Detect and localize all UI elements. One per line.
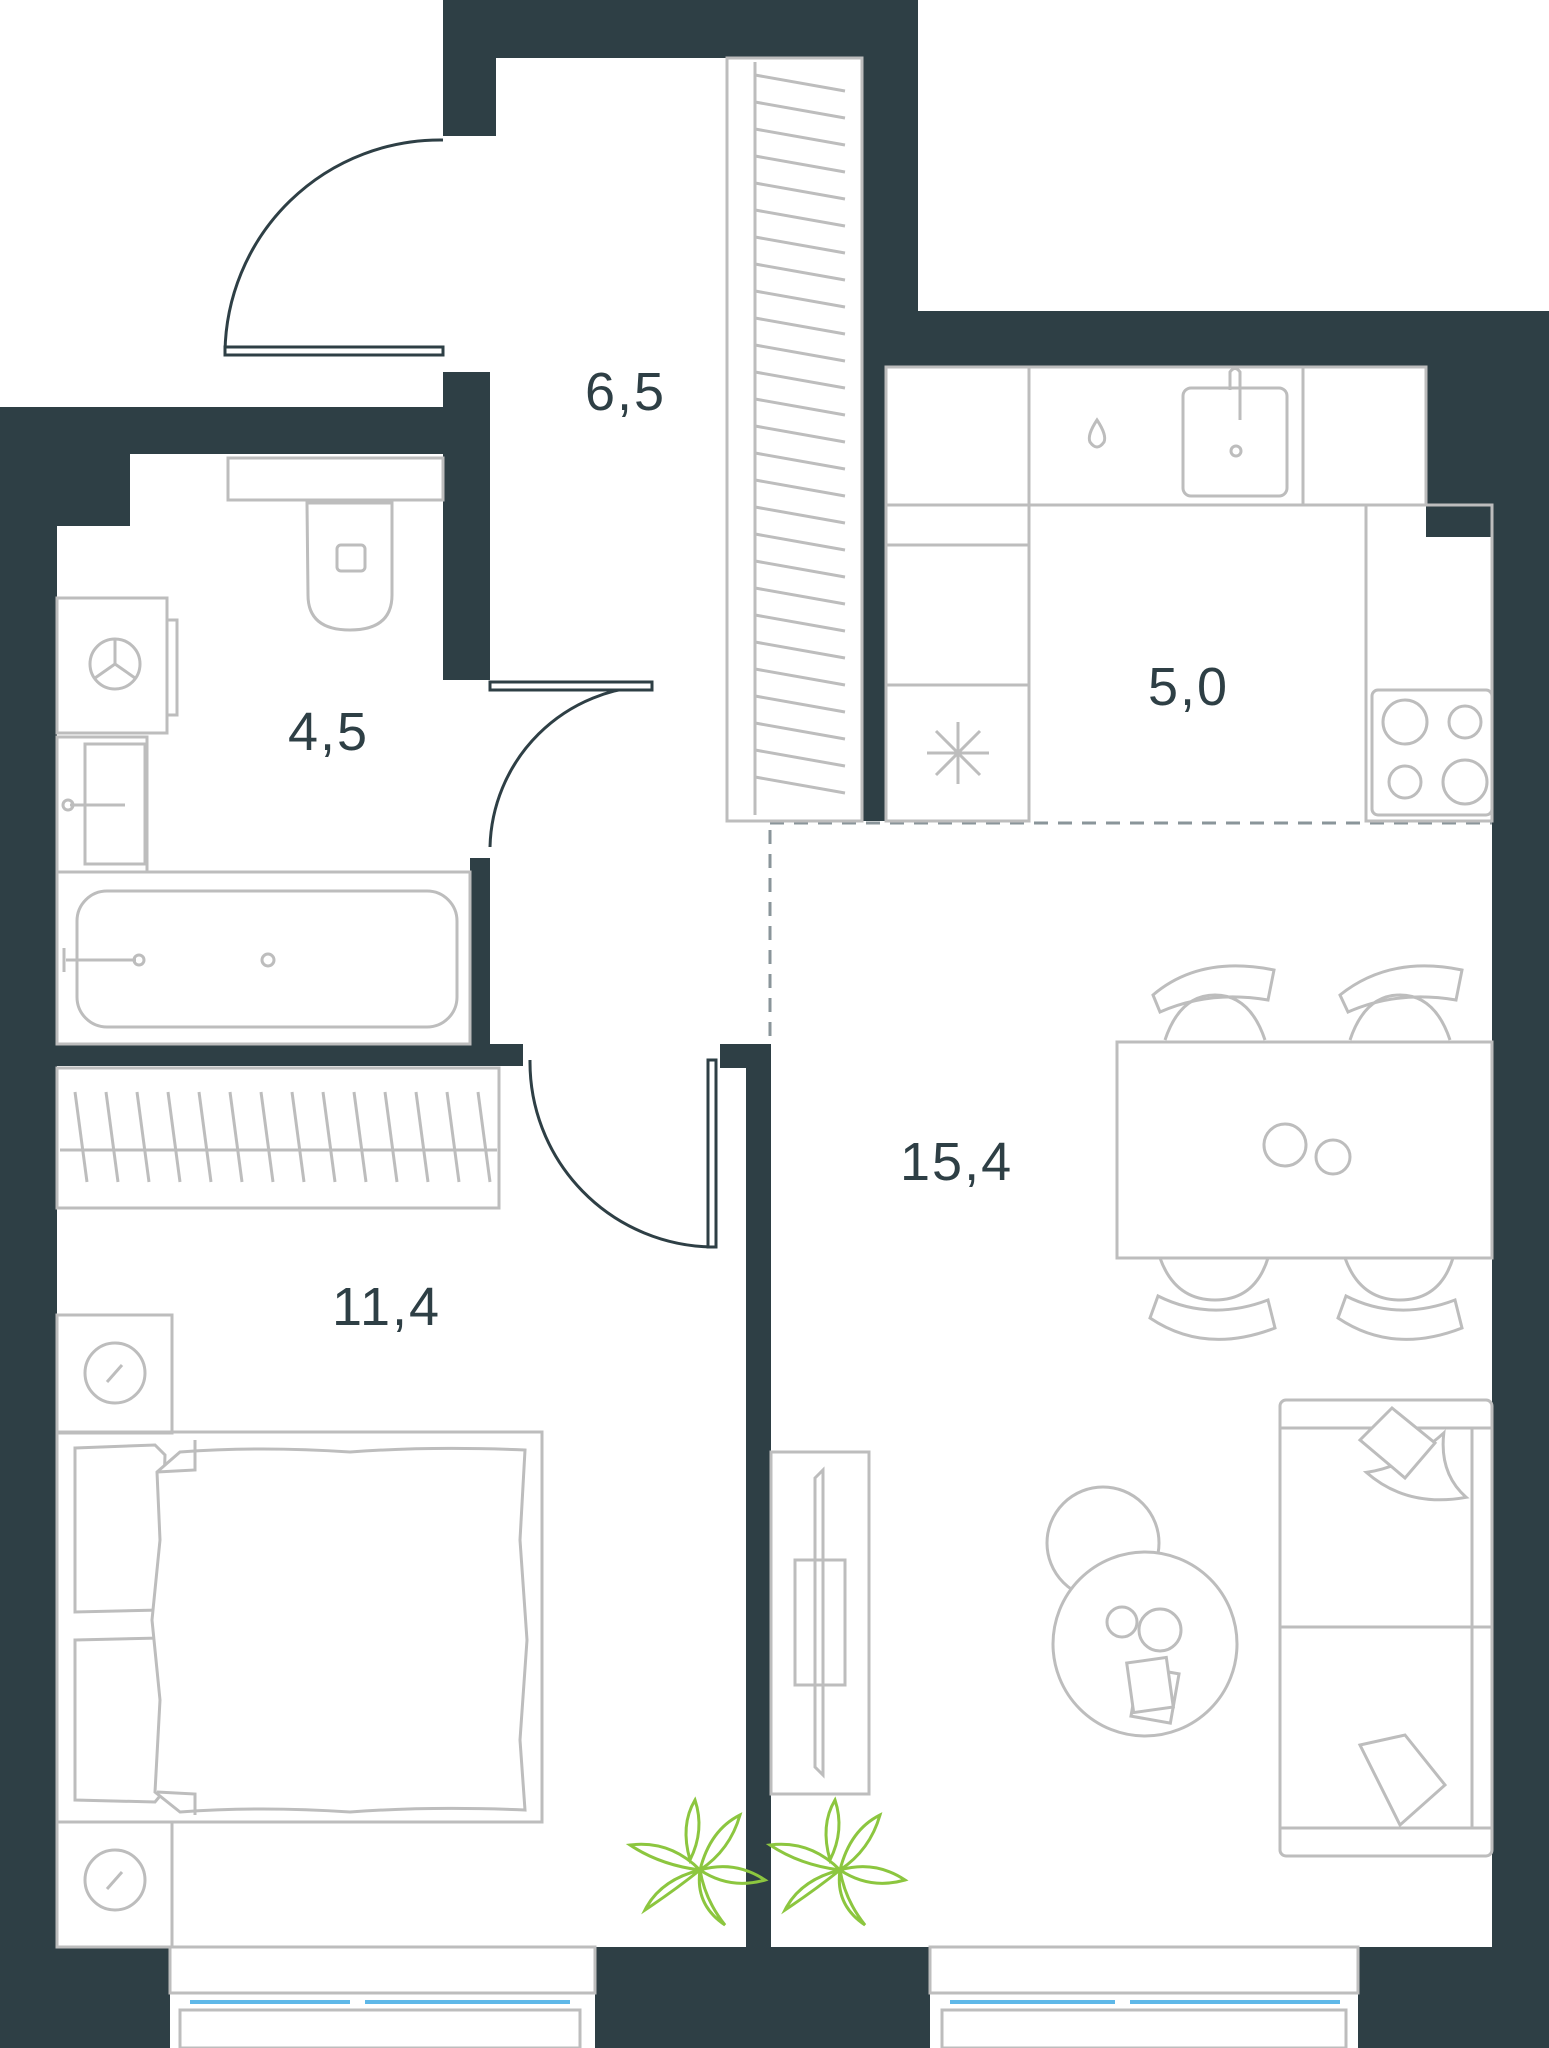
room-area-living: 15,4 xyxy=(900,1132,1013,1192)
chair-icon xyxy=(1148,1257,1277,1341)
chair-icon xyxy=(1151,964,1276,1041)
cushion-icon xyxy=(1357,1733,1448,1828)
bed-icon xyxy=(55,1430,544,1824)
chair-icon xyxy=(1336,1257,1464,1341)
wardrobe-icon xyxy=(55,1066,501,1210)
water-drop-icon xyxy=(1087,417,1107,449)
windows xyxy=(168,1945,1360,2048)
wardrobe-icon xyxy=(725,56,864,823)
washing-machine-icon xyxy=(55,596,179,735)
dining-table-icon xyxy=(1115,964,1494,1341)
fridge-icon xyxy=(927,722,989,784)
nightstand-icon xyxy=(55,1313,174,1435)
stove-icon xyxy=(1370,688,1494,817)
plant-icon xyxy=(625,1796,769,1927)
cushion-icon xyxy=(1357,1405,1470,1502)
window-icon xyxy=(928,1945,1360,2048)
window-icon xyxy=(168,1945,597,2048)
bathtub-icon xyxy=(55,870,472,1046)
door-swing-icon xyxy=(223,138,445,357)
plant-icon xyxy=(765,1796,909,1927)
chair-icon xyxy=(1338,964,1464,1041)
nightstand-icon xyxy=(55,1820,174,1949)
sink-icon xyxy=(55,735,149,874)
room-area-bedroom: 11,4 xyxy=(332,1277,441,1337)
room-area-bathroom: 4,5 xyxy=(288,702,369,762)
toilet-icon xyxy=(226,456,445,632)
coffee-table-icon xyxy=(1045,1485,1239,1738)
zone-dividers xyxy=(768,821,1492,1044)
kitchen-counter xyxy=(884,365,1494,823)
sink-icon xyxy=(1181,367,1289,498)
room-area-kitchen: 5,0 xyxy=(1148,657,1229,717)
door-swing-icon xyxy=(528,1058,718,1249)
room-area-hall: 6,5 xyxy=(585,362,666,422)
sofa-icon xyxy=(1278,1398,1494,1858)
tv-stand-icon xyxy=(769,1450,871,1796)
door-swing-icon xyxy=(488,680,654,848)
